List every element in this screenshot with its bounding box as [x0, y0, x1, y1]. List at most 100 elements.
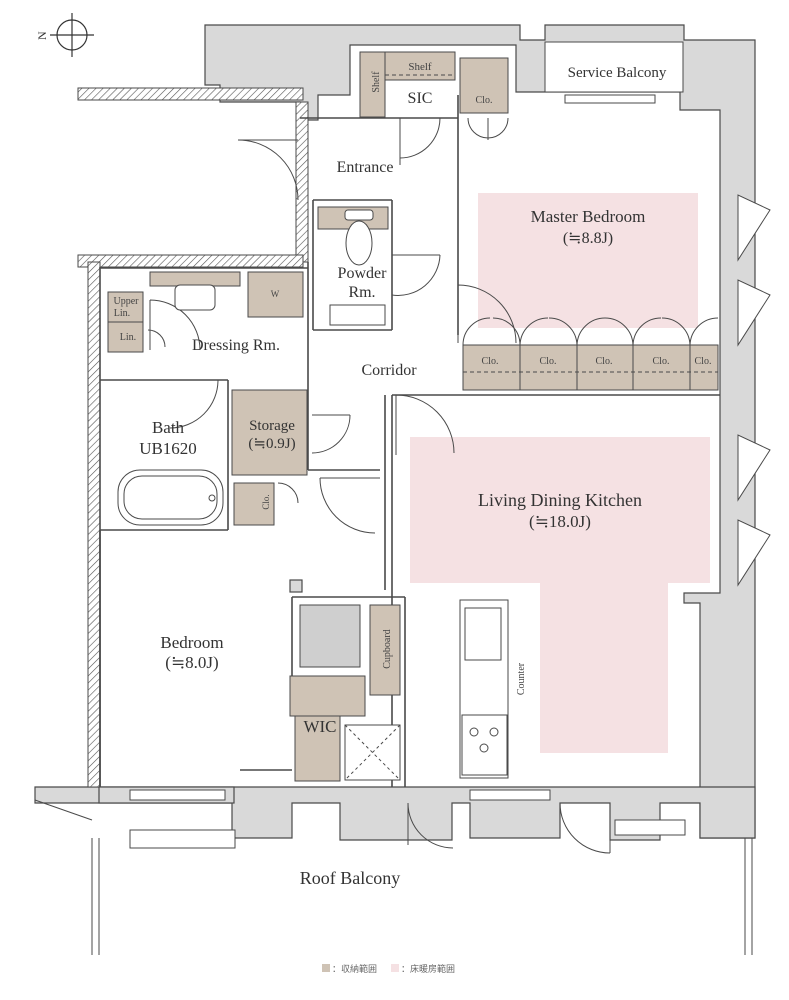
wic-shelf-a — [289, 675, 366, 717]
label-lin: Lin. — [120, 332, 136, 343]
label-clo-sic: Clo. — [476, 95, 493, 106]
burner — [469, 727, 479, 737]
window — [737, 279, 771, 347]
label-closet-1: Clo. — [482, 356, 499, 367]
balcony-door — [407, 802, 454, 849]
heating-zone-ldk — [410, 437, 710, 753]
label-corridor: Corridor — [361, 362, 417, 379]
kitchen-sink — [464, 607, 502, 661]
closet-door — [576, 317, 606, 346]
label-w: W — [271, 289, 280, 299]
powder-door — [391, 254, 441, 296]
sic-door — [399, 117, 441, 165]
service-balcony-area — [544, 41, 684, 93]
hatch-top-left — [77, 87, 304, 101]
powder-sink — [329, 304, 386, 326]
closet-door — [661, 317, 691, 346]
label-master-bedroom: Master Bedroom — [531, 207, 646, 226]
label-roof-balcony: Roof Balcony — [300, 868, 401, 888]
label-shelf-side: Shelf — [371, 71, 382, 93]
hatch-mid-horizontal — [77, 254, 304, 268]
windows-right — [737, 194, 771, 587]
closet-door — [492, 317, 521, 346]
door-swings — [147, 117, 611, 854]
label-clo-bath: Clo. — [261, 494, 271, 509]
entrance-door — [237, 139, 299, 201]
hatch-mid-vertical — [295, 101, 309, 263]
label-upper-lin-2: Lin. — [114, 308, 130, 319]
legend-heating-label: ：床暖房範囲 — [401, 963, 455, 975]
wic-x2 — [344, 724, 401, 781]
label-powder-1: Powder — [338, 265, 388, 282]
balcony-vent-b — [614, 819, 686, 836]
closet-door — [462, 317, 491, 346]
master-door — [457, 284, 517, 344]
clo-door-b — [487, 117, 509, 139]
storage-door — [311, 414, 351, 454]
label-closet-3: Clo. — [596, 356, 613, 367]
wall-stub-mid — [289, 579, 303, 593]
bath-clo — [233, 482, 275, 526]
toilet-bowl — [345, 220, 373, 266]
sink-basin — [174, 284, 216, 311]
storage-room — [231, 389, 308, 476]
label-sic: SIC — [408, 90, 433, 107]
bath-drain — [208, 494, 216, 502]
balcony-rail — [34, 799, 93, 821]
service-balcony-sill — [564, 94, 656, 104]
sic-clo — [459, 57, 509, 114]
legend-storage-label: ：収納範囲 — [332, 963, 377, 975]
heating-zone-master — [478, 193, 698, 328]
bathtub-inner — [123, 475, 218, 520]
bath-door — [169, 379, 219, 429]
wic-shelf-b — [294, 715, 341, 782]
dressing-counter — [149, 271, 241, 287]
heating-zones — [410, 193, 710, 753]
toilet-tank — [344, 209, 374, 221]
clo-door-a — [467, 117, 489, 140]
label-service-balcony: Service Balcony — [568, 65, 667, 81]
ldk-window — [469, 789, 551, 801]
lin-door — [147, 329, 166, 348]
label-wic: WIC — [303, 717, 336, 736]
compass: N — [35, 13, 94, 57]
balcony-vent-a — [129, 829, 236, 849]
label-closet-4: Clo. — [653, 356, 670, 367]
closet-door-arcs — [462, 317, 719, 346]
window — [737, 434, 771, 502]
label-ldk-2: (≒18.0J) — [529, 512, 591, 531]
ldk-door — [395, 394, 455, 455]
closet-door — [632, 317, 662, 346]
partitions — [99, 95, 720, 787]
label-bedroom-1: Bedroom — [160, 633, 223, 652]
closet-door — [604, 317, 634, 346]
label-entrance: Entrance — [337, 159, 394, 176]
label-master-bedroom-size: (≒8.8J) — [563, 230, 613, 247]
room-labels: Service Balcony SIC Shelf Shelf Clo. Ent… — [114, 61, 712, 888]
label-storage-2: (≒0.9J) — [248, 436, 295, 452]
label-upper-lin-1: Upper — [114, 296, 140, 307]
label-bath-1: Bath — [152, 418, 185, 437]
label-bedroom-2: (≒8.0J) — [165, 653, 218, 672]
closet-row — [462, 344, 719, 391]
hatch-left-vertical — [87, 261, 101, 788]
label-storage-1: Storage — [249, 418, 295, 434]
service-balcony-frame — [544, 41, 684, 104]
burner — [479, 743, 489, 753]
bedroom-window — [129, 789, 226, 801]
label-dressing: Dressing Rm. — [192, 337, 280, 354]
legend-heating-swatch — [391, 964, 399, 972]
closet-dividers — [385, 74, 718, 390]
bath-clo-door — [277, 482, 299, 504]
label-shelf-top: Shelf — [408, 61, 432, 73]
storage-areas — [107, 51, 719, 782]
label-cupboard: Cupboard — [382, 629, 393, 668]
burner — [489, 727, 499, 737]
closet-door — [689, 317, 719, 346]
lin-box — [107, 321, 144, 353]
label-counter: Counter — [516, 662, 527, 695]
label-bath-2: UB1620 — [139, 439, 197, 458]
compass-north-letter: N — [35, 31, 49, 40]
cupboard-box — [369, 604, 401, 696]
